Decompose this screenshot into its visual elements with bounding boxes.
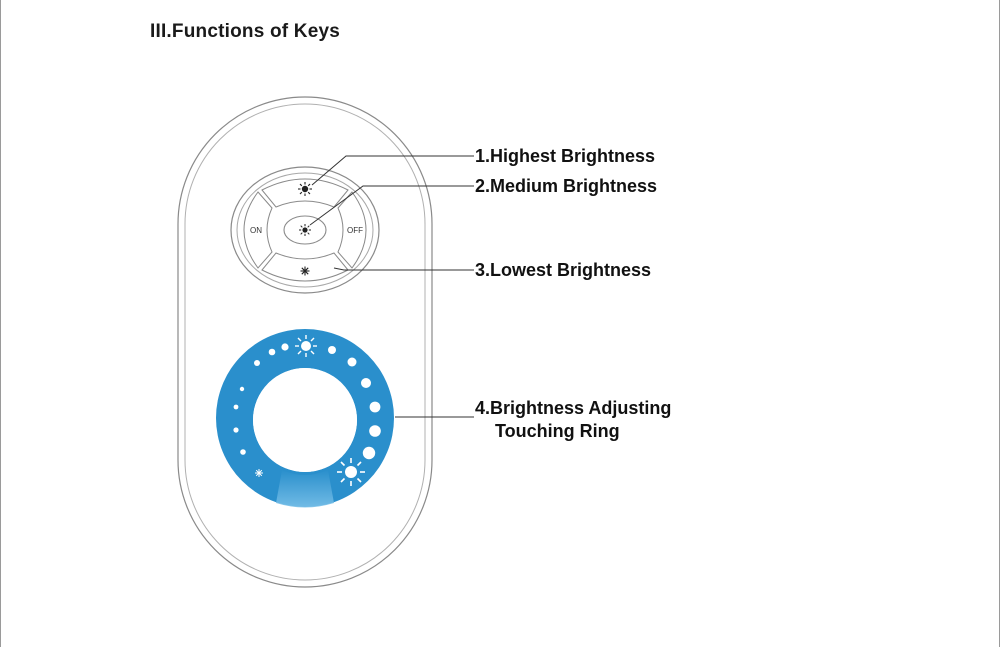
leader-line-lowest xyxy=(333,267,474,271)
off-label: OFF xyxy=(347,226,363,235)
highest-brightness-button[interactable] xyxy=(261,178,349,208)
leader-line-highest xyxy=(311,155,474,186)
callout-lowest-brightness: 3.Lowest Brightness xyxy=(475,260,651,280)
medium-brightness-button[interactable] xyxy=(283,215,327,245)
sun-medium-icon xyxy=(299,224,311,236)
leader-lines xyxy=(309,155,474,418)
ring-level-dots xyxy=(233,343,381,460)
callout-highest-brightness: 1.Highest Brightness xyxy=(475,146,655,166)
sun-large-icon xyxy=(298,182,312,196)
brightness-touch-ring[interactable] xyxy=(216,329,394,508)
sun-small-icon xyxy=(300,266,310,276)
callout-ring-line2: Touching Ring xyxy=(495,421,620,441)
ring-sun-small-icon xyxy=(255,469,263,477)
ring-sun-large-icon xyxy=(337,458,365,486)
leader-line-medium xyxy=(309,185,474,226)
callout-ring-line1: 4.Brightness Adjusting xyxy=(475,398,671,418)
on-button[interactable]: ON xyxy=(243,191,273,269)
callout-medium-brightness: 2.Medium Brightness xyxy=(475,176,657,196)
section-title: III.Functions of Keys xyxy=(150,21,340,42)
left-border xyxy=(0,0,1,647)
off-button[interactable]: OFF xyxy=(337,191,367,269)
ring-sun-top-icon xyxy=(295,335,317,357)
on-label: ON xyxy=(250,226,262,235)
